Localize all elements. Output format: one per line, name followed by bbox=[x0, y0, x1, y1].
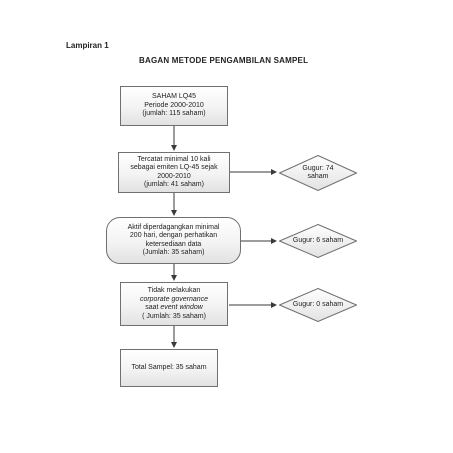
drop1-line1: Gugur: 74 bbox=[302, 164, 334, 172]
step2-line3: 2000-2010 bbox=[157, 172, 191, 180]
attachment-label: Lampiran 1 bbox=[66, 41, 109, 50]
step3-line3: ketersediaan data bbox=[145, 240, 202, 248]
drop1-diamond-shape bbox=[279, 155, 357, 191]
step1-line2: Periode 2000-2010 bbox=[144, 101, 204, 109]
step1-line1: SAHAM LQ45 bbox=[152, 93, 196, 101]
drop3-line1: Gugur: 0 saham bbox=[292, 300, 344, 308]
step5-line1: Total Sampel: 35 saham bbox=[131, 363, 207, 371]
step4-line3: saat event window bbox=[145, 304, 203, 313]
step-listed-min-10: Tercatat minimal 10 kali sebagai emiten … bbox=[118, 152, 230, 193]
drop-decision-1: Gugur: 74 saham bbox=[279, 155, 357, 191]
step4-line3-prefix: saat bbox=[145, 304, 161, 311]
step-total-sample: Total Sampel: 35 saham bbox=[120, 349, 218, 387]
step4-line3-italic: event window bbox=[160, 304, 203, 311]
drop-decision-3: Gugur: 0 saham bbox=[279, 288, 357, 322]
step2-line1: Tercatat minimal 10 kali bbox=[137, 155, 211, 163]
step3-line2: 200 hari, dengan perhatikan bbox=[129, 232, 218, 239]
step2-line4: (jumlah: 41 saham) bbox=[144, 181, 204, 188]
step3-line1: Aktif diperdagangkan minimal bbox=[127, 223, 220, 231]
drop3-text: Gugur: 0 saham bbox=[279, 288, 357, 322]
drop3-diamond-shape bbox=[279, 288, 357, 322]
drop2-text: Gugur: 6 saham bbox=[279, 224, 357, 258]
step-no-corporate-governance: Tidak melakukan corporate governance saa… bbox=[120, 282, 228, 326]
drop1-text: Gugur: 74 saham bbox=[279, 155, 357, 191]
drop-decision-2: Gugur: 6 saham bbox=[279, 224, 357, 258]
step4-line4: ( Jumlah: 35 saham) bbox=[142, 312, 206, 320]
drop1-line2: saham bbox=[307, 173, 329, 180]
step4-line1: Tidak melakukan bbox=[147, 287, 201, 294]
drop2-diamond-shape bbox=[279, 224, 357, 258]
step1-line3: (jumlah: 115 saham) bbox=[142, 110, 206, 118]
step-lq45-population: SAHAM LQ45 Periode 2000-2010 (jumlah: 11… bbox=[120, 86, 228, 126]
step4-line2: corporate governance bbox=[139, 295, 209, 303]
drop2-line1: Gugur: 6 saham bbox=[292, 236, 344, 244]
step2-line2: sebagai emiten LQ-45 sejak bbox=[130, 164, 218, 171]
diagram-title: BAGAN METODE PENGAMBILAN SAMPEL bbox=[139, 56, 309, 65]
step3-line4: (Jumlah: 35 saham) bbox=[142, 249, 205, 256]
step-actively-traded: Aktif diperdagangkan minimal 200 hari, d… bbox=[106, 217, 241, 264]
